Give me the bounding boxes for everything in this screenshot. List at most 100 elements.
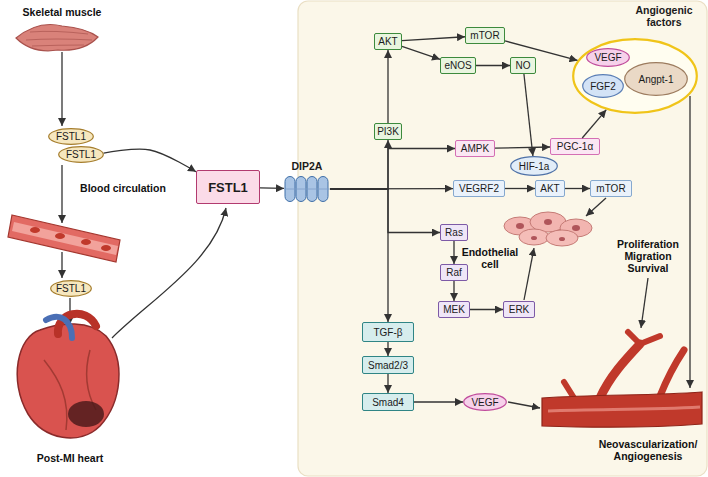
signal-arrow (495, 147, 550, 148)
signal-arrow (470, 309, 503, 310)
ellipse-shape (511, 157, 558, 176)
infarct-area (68, 401, 104, 427)
signal-arrow (402, 37, 465, 41)
nucleus (531, 236, 537, 240)
vessel-branch (628, 332, 660, 344)
pathway-box: VEGRF2 (453, 180, 505, 197)
node-text: mTOR (470, 30, 499, 41)
node-text: FSTL1 (208, 180, 248, 195)
pathway-box: PGC-1α (550, 138, 600, 155)
node-outline (284, 176, 330, 202)
node-text: FSTL1 (56, 283, 86, 294)
protein-ellipse: Angpt-1 (624, 62, 688, 96)
ellipse-shape (49, 129, 94, 145)
protein-ellipse: FSTL1 (58, 146, 104, 163)
annotation-label: Endothelial cell (458, 246, 522, 270)
node-text: AKT (540, 183, 559, 194)
protein-ellipse: FSTL1 (50, 280, 92, 297)
signal-arrow (505, 188, 535, 189)
blood-cell (30, 227, 40, 233)
flow-arrow (508, 402, 540, 408)
pathway-box: Smad2/3 (362, 356, 414, 374)
signal-arrow (505, 41, 577, 61)
annotation-label: Neovascularization/ Angiogenesis (588, 438, 708, 462)
protein-ellipse: HIF-1a (510, 156, 558, 176)
node-text: AMPK (461, 143, 489, 154)
signal-arrow (330, 188, 453, 190)
flow-arrow (641, 278, 648, 328)
node-text: VEGF (471, 397, 498, 408)
signal-arrow (330, 189, 440, 233)
endothelial-cells (504, 212, 592, 246)
pathway-box: Ras (440, 224, 468, 241)
muscle-shape (16, 25, 98, 51)
signal-arrow (582, 110, 606, 138)
protein-ellipse: FGF2 (582, 74, 624, 98)
node-text: NO (516, 60, 531, 71)
signal-arrow (330, 140, 388, 189)
heart-shape (17, 324, 119, 438)
group-ellipse (573, 39, 697, 113)
flow-arrow (61, 165, 62, 223)
signal-arrow (330, 149, 455, 190)
pathway-box: AMPK (455, 140, 495, 157)
signal-arrow (565, 188, 590, 189)
node-text: HIF-1a (519, 161, 550, 172)
node-text: Raf (446, 267, 462, 278)
flow-arrow (61, 52, 62, 126)
vessel-branch (660, 350, 684, 396)
ellipse-shape (625, 63, 688, 96)
annotation-label: Post-MI heart (18, 452, 122, 464)
vessel-branch (564, 382, 574, 398)
protein-ellipse: VEGF (463, 393, 507, 411)
node-text: Smad4 (372, 397, 404, 408)
pathway-box: Raf (440, 264, 468, 281)
flow-arrow (586, 198, 606, 216)
ellipse-shape (464, 394, 507, 411)
protein-ellipse: VEGF (586, 48, 630, 67)
blood-vessel-illustration (8, 215, 120, 262)
neovessel-illustration (542, 332, 702, 427)
nucleus (559, 237, 565, 241)
blood-cell (81, 239, 91, 245)
annotation-label: Skeletal muscle (12, 6, 112, 18)
signal-arrow (387, 50, 388, 123)
ellipse-shape (51, 281, 92, 297)
pathway-box: AKT (535, 180, 565, 197)
pathway-box: AKT (374, 33, 402, 50)
signal-arrow (104, 149, 196, 172)
signal-arrow (414, 401, 463, 402)
signal-arrow (330, 189, 388, 322)
nucleus (516, 223, 524, 229)
flow-arrow (689, 96, 690, 388)
flow-arrow (61, 252, 62, 278)
node-text: PI3K (377, 126, 399, 137)
node-text: Angpt-1 (638, 74, 673, 85)
pathway-box: eNOS (440, 57, 476, 74)
signal-arrow (260, 187, 284, 189)
signal-arrow (453, 281, 454, 301)
signal-arrow (387, 374, 388, 393)
muscle-fibers (26, 31, 92, 46)
pathway-box: mTOR (465, 27, 505, 44)
node-text: VEGRF2 (459, 183, 499, 194)
node-text: Ras (445, 227, 463, 238)
heart-illustration (17, 314, 119, 438)
receptor-channel: DIP2A (284, 176, 330, 202)
pathway-panel (298, 1, 707, 476)
node-text: FSTL1 (66, 149, 96, 160)
pathway-box: NO (510, 57, 536, 74)
pathway-box: mTOR (590, 180, 632, 197)
annotation-label: Proliferation Migration Survival (612, 238, 684, 274)
pathway-box: TGF-β (362, 322, 414, 342)
pathway-box: PI3K (374, 123, 402, 140)
annotation-label: Blood circulation (68, 182, 178, 194)
cell (546, 230, 578, 246)
pathway-box: Smad4 (362, 393, 414, 411)
node-text: FGF2 (590, 81, 616, 92)
vessel-lumen (12, 222, 118, 255)
node-text: FSTL1 (56, 131, 86, 142)
node-text: PGC-1α (557, 141, 593, 152)
